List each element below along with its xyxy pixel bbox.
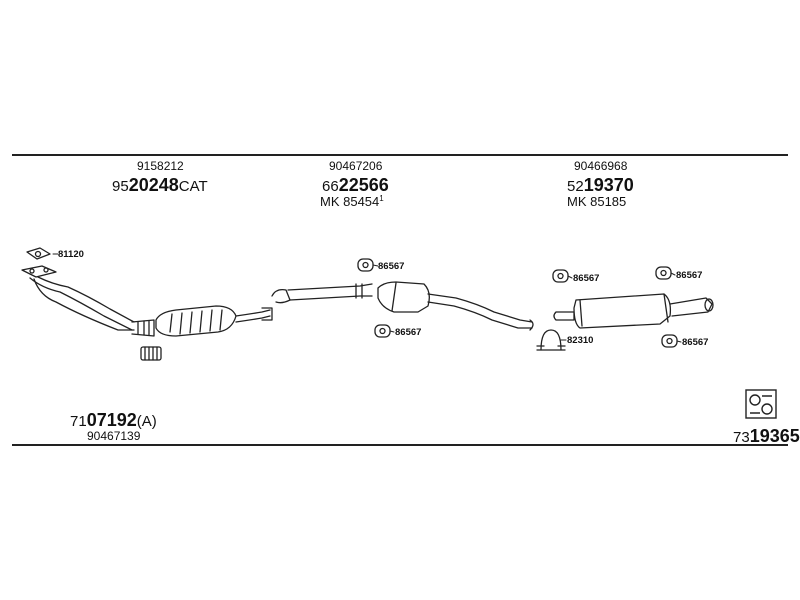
catalytic-converter (155, 305, 273, 337)
front-ref-number: 9158212 (137, 159, 184, 173)
callout-rear-right-top-hanger: 86567 (676, 270, 703, 281)
rubber-hanger-icon (357, 258, 374, 272)
gasket-icon (26, 247, 51, 260)
middle-pipe-assembly (271, 281, 534, 331)
callout-middle-top-hanger: 86567 (378, 261, 405, 272)
middle-ref-number: 90467206 (329, 159, 383, 173)
rubber-hanger-icon (655, 266, 672, 280)
callout-gasket: 81120 (58, 249, 84, 260)
kit-number: 7107192(A) (70, 410, 157, 430)
catalog-logo-icon (745, 389, 777, 419)
bottom-rule (12, 444, 788, 446)
middle-part-number: 6622566 (322, 175, 389, 195)
callout-middle-bottom-hanger: 86567 (395, 327, 422, 338)
callout-rear-left-top-hanger: 86567 (573, 273, 600, 284)
catalog-number: 7319365 (733, 426, 800, 446)
callout-rear-right-bottom-hanger: 86567 (682, 337, 709, 348)
callout-leaders (52, 253, 682, 343)
front-downpipe (21, 265, 155, 337)
top-rule (12, 154, 788, 156)
rubber-hanger-icon (374, 324, 391, 338)
rear-ref-number: 90466968 (574, 159, 628, 173)
callout-rear-clamp: 82310 (567, 335, 594, 346)
spring-icon (140, 346, 162, 361)
rear-silencer (553, 293, 714, 329)
middle-mk-number: MK 854541 (320, 194, 384, 209)
clamp-icon (536, 329, 566, 351)
rubber-hanger-icon (661, 334, 678, 348)
kit-sub-number: 90467139 (87, 429, 141, 443)
rear-part-number: 5219370 (567, 175, 634, 195)
rear-mk-number: MK 85185 (567, 194, 627, 209)
rubber-hanger-icon (552, 269, 569, 283)
front-part-number: 9520248CAT (112, 175, 208, 195)
